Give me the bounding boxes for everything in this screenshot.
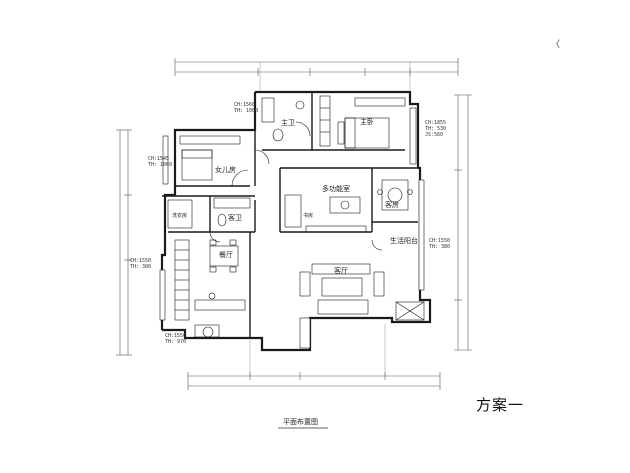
door-swings bbox=[209, 149, 383, 251]
caption-underline bbox=[278, 427, 328, 429]
drawing-caption: 平面布置图 bbox=[283, 418, 318, 426]
daughter-room-furniture bbox=[179, 135, 249, 187]
kitchen-furniture bbox=[194, 292, 246, 338]
top-dimension-lines bbox=[174, 58, 459, 76]
room-label-study: 书房 bbox=[303, 213, 314, 219]
right-dimension-lines bbox=[454, 94, 472, 351]
scheme-title: 方案一 bbox=[476, 396, 525, 414]
dining-furniture bbox=[174, 239, 239, 321]
room-label-master-bath: 主卫 bbox=[281, 119, 295, 127]
extension-ticks bbox=[249, 62, 411, 376]
master-bath-fixtures bbox=[261, 97, 311, 142]
living-furniture bbox=[299, 263, 385, 315]
room-label-daughter: 女儿房 bbox=[215, 166, 236, 174]
master-bed-furniture bbox=[319, 95, 406, 149]
room-label-guest-room: 客房 bbox=[385, 201, 399, 209]
room-label-dining: 餐厅 bbox=[219, 251, 233, 259]
room-label-balcony: 生活阳台 bbox=[390, 237, 418, 245]
room-label-washing: 洗衣房 bbox=[172, 213, 188, 219]
room-label-living: 客厅 bbox=[334, 267, 348, 275]
left-dimension-lines bbox=[116, 129, 132, 356]
exterior-walls bbox=[160, 90, 432, 352]
north-arrow-icon: 〈 bbox=[551, 40, 561, 50]
balcony-fixtures bbox=[395, 301, 425, 321]
room-label-multi: 多功能室 bbox=[322, 185, 350, 193]
multi-room-furniture bbox=[284, 194, 367, 233]
guest-room-furniture bbox=[377, 179, 413, 211]
guest-bath-fixtures bbox=[167, 197, 251, 229]
windows bbox=[159, 107, 425, 349]
room-label-master-bed: 主卧 bbox=[360, 118, 374, 126]
room-label-guest-bath: 客卫 bbox=[228, 214, 242, 222]
bottom-dimension-lines bbox=[187, 372, 441, 390]
